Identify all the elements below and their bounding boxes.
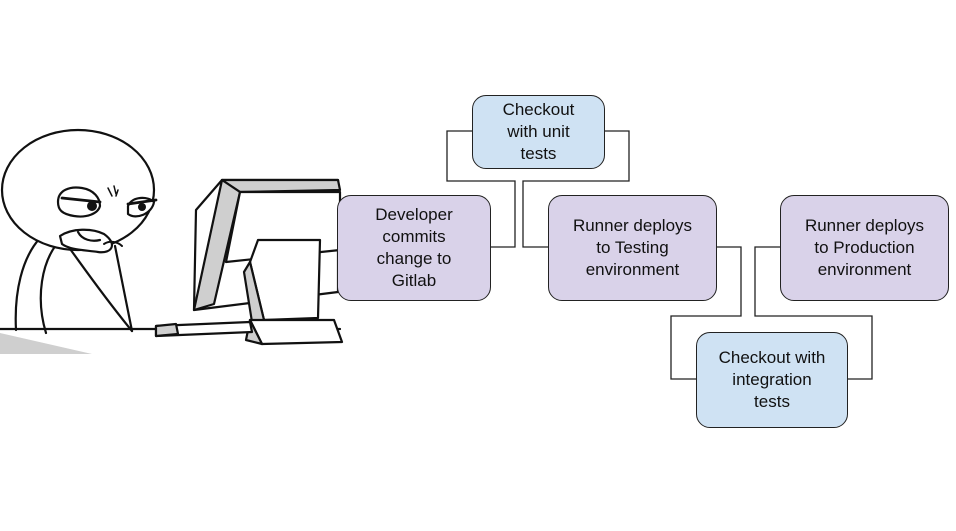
node-deploy-production: Runner deploys to Production environment — [780, 195, 949, 301]
desk-shadow — [0, 333, 92, 354]
node-unit-tests-label: Checkout with unit tests — [502, 100, 575, 163]
node-developer-commits-label: Developer commits change to Gitlab — [375, 205, 453, 290]
connector-deploy-testing-to-integration-tests — [670, 246, 742, 380]
person-mouth — [103, 240, 123, 247]
person-hand — [58, 228, 114, 254]
connector-integration-tests-to-deploy-production — [754, 246, 873, 380]
connector-commit-to-unit-tests — [446, 130, 516, 248]
node-deploy-testing-label: Runner deploys to Testing environment — [572, 216, 693, 279]
node-integration-tests-label: Checkout with integration tests — [718, 348, 826, 411]
person-body — [14, 236, 42, 332]
connector-unit-tests-to-deploy-testing — [522, 130, 630, 248]
node-unit-tests: Checkout with unit tests — [472, 95, 605, 169]
node-deploy-testing: Runner deploys to Testing environment — [548, 195, 717, 301]
node-deploy-production-label: Runner deploys to Production environment — [804, 216, 925, 279]
node-integration-tests: Checkout with integration tests — [696, 332, 848, 428]
node-developer-commits: Developer commits change to Gitlab — [337, 195, 491, 301]
